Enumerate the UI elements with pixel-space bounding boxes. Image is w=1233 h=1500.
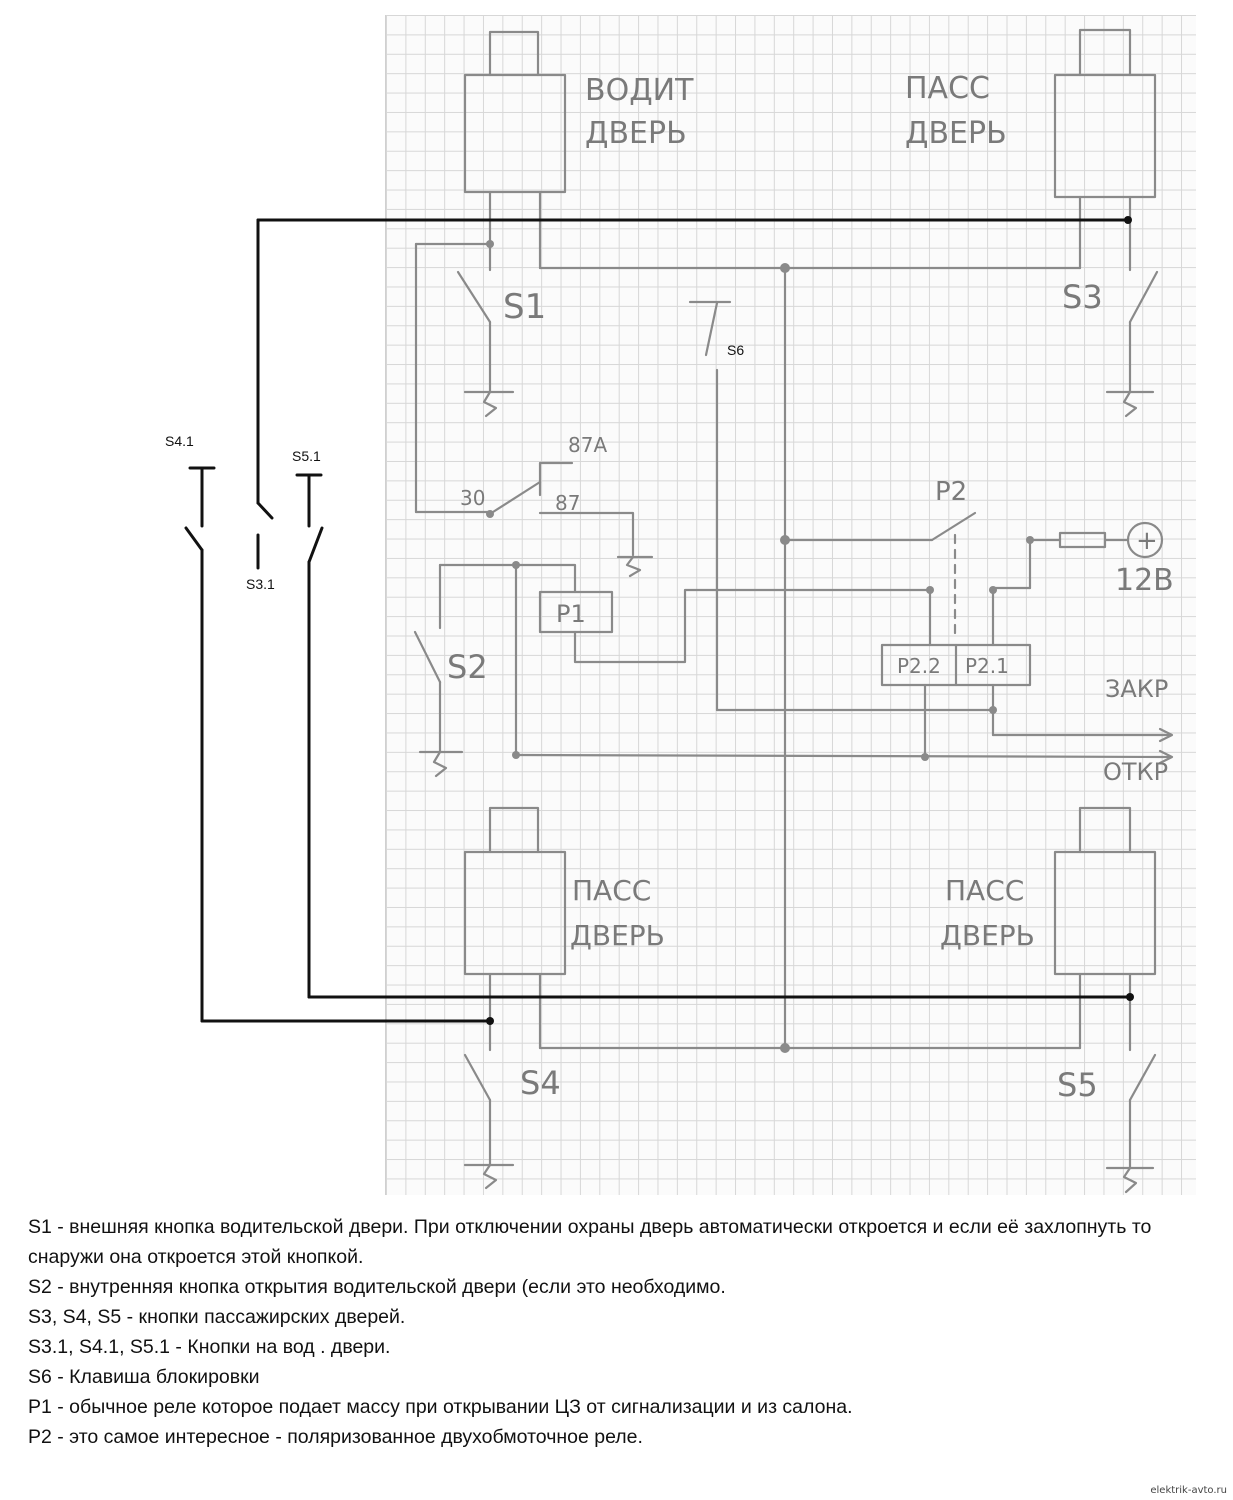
- p2-1-label: P2.1: [965, 654, 1009, 678]
- pin-87a-label: 87A: [568, 433, 607, 457]
- ink-wiring: [184, 216, 1134, 1025]
- s3-1-label: S3.1: [246, 576, 275, 592]
- driver-door-label-1: ВОДИТ: [585, 73, 694, 108]
- rear-right-door-label-2: ДВЕРЬ: [940, 919, 1035, 952]
- rear-left-door-label-1: ПАСС: [572, 874, 651, 907]
- pencil-wiring: [413, 190, 1174, 1170]
- pin-87-label: 87: [555, 491, 580, 515]
- legend-item: P2 - это самое интересное - поляризованн…: [28, 1426, 643, 1448]
- driver-door-label-2: ДВЕРЬ: [585, 116, 687, 151]
- s5-label: S5: [1057, 1066, 1098, 1104]
- legend-item: S6 - Клавиша блокировки: [28, 1366, 260, 1388]
- driver-door-actuator: [463, 30, 567, 194]
- unlock-label: ОТКР: [1103, 758, 1168, 786]
- front-pass-door-label-1: ПАСС: [905, 71, 990, 106]
- rear-left-door-actuator: [463, 806, 567, 976]
- front-passenger-door-actuator: [1053, 28, 1157, 199]
- p2-2-label: P2.2: [897, 654, 941, 678]
- watermark: elektrik-avto.ru: [1150, 1485, 1227, 1496]
- s4-1-label: S4.1: [165, 433, 194, 449]
- rear-right-door-label-1: ПАСС: [945, 874, 1024, 907]
- s2-label: S2: [447, 648, 488, 686]
- lock-label: ЗАКР: [1105, 675, 1168, 703]
- s4-label: S4: [520, 1064, 561, 1102]
- rear-left-door-label-2: ДВЕРЬ: [570, 919, 665, 952]
- legend: S1 - внешняя кнопка водительской двери. …: [28, 1212, 1208, 1452]
- legend-item: S3, S4, S5 - кнопки пассажирских дверей.: [28, 1306, 406, 1328]
- ground-symbols: [418, 390, 1155, 1194]
- s3-label: S3: [1062, 278, 1103, 316]
- plus-label: +: [1136, 526, 1158, 556]
- rear-right-door-actuator: [1053, 806, 1157, 976]
- s6-label: S6: [727, 342, 744, 358]
- s5-1-label: S5.1: [292, 448, 321, 464]
- p2-label: P2: [935, 477, 967, 507]
- p1-label: P1: [556, 600, 586, 628]
- legend-item: P1 - обычное реле которое подает массу п…: [28, 1396, 853, 1418]
- pin-30-label: 30: [460, 486, 485, 510]
- front-pass-door-label-2: ДВЕРЬ: [905, 116, 1007, 151]
- wiring-diagram: ВОДИТ ДВЕРЬ ПАСС ДВЕРЬ ПАСС ДВЕРЬ ПАСС Д…: [165, 28, 1174, 1194]
- legend-item: S1 - внешняя кнопка водительской двери. …: [28, 1216, 1152, 1268]
- junction-dots: [486, 240, 1034, 1053]
- legend-item: S2 - внутренняя кнопка открытия водитель…: [28, 1276, 726, 1298]
- voltage-label: 12В: [1115, 563, 1174, 598]
- legend-item: S3.1, S4.1, S5.1 - Кнопки на вод . двери…: [28, 1336, 391, 1358]
- s1-label: S1: [503, 287, 546, 327]
